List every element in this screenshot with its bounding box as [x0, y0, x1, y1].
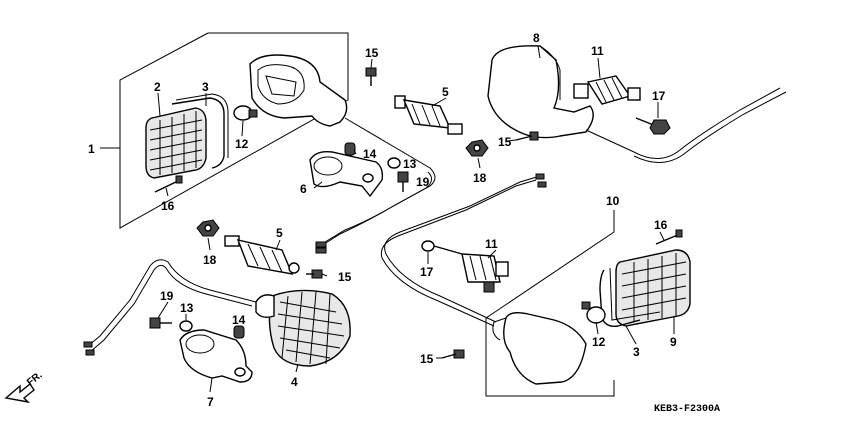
nut-upper-18: [465, 139, 489, 157]
label-7: 7: [207, 395, 214, 409]
clip-upper-14: [344, 142, 356, 156]
label-1: 1: [88, 142, 95, 156]
housing-lower-right: [380, 175, 587, 385]
bolt-upper-19: [397, 171, 409, 192]
assembly-bracket-10: [485, 210, 615, 397]
label-3b: 3: [633, 345, 640, 359]
label-18: 18: [473, 171, 487, 185]
screw-15-lower-left: [306, 269, 323, 279]
part-labels: 1 2 3 12 16 15 5 13 14 6 19 18 8 11 17 1…: [88, 31, 677, 409]
label-10: 10: [606, 194, 620, 208]
label-13: 13: [403, 157, 417, 171]
screw-15-upper-right: [515, 131, 539, 141]
label-16b: 16: [654, 218, 668, 232]
socket-lower-11: [433, 245, 509, 293]
label-14b: 14: [232, 313, 246, 327]
label-13b: 13: [180, 301, 194, 315]
label-2: 2: [154, 80, 161, 94]
label-5b: 5: [276, 226, 283, 240]
label-15: 15: [365, 46, 379, 60]
socket-upper-5: [394, 95, 463, 135]
bracket-lower-7: [179, 329, 253, 383]
washer-lower-17: [421, 240, 435, 252]
label-3: 3: [202, 80, 209, 94]
bracket-upper-6: [309, 150, 384, 198]
connector-lower-right: [535, 173, 545, 180]
nut-lower-18: [196, 219, 220, 237]
label-11b: 11: [485, 237, 498, 251]
housing-upper-right: [487, 45, 787, 163]
arrow-icon: [4, 382, 35, 404]
label-5: 5: [442, 85, 449, 99]
assembly-bracket-1: [100, 32, 349, 229]
screw-upper-16: [154, 175, 183, 193]
label-17b: 17: [420, 265, 434, 279]
housing-lower-left: [255, 289, 351, 367]
clip-lower-14: [233, 325, 245, 339]
label-19: 19: [416, 175, 430, 189]
connector-lower-left: [83, 341, 93, 348]
label-16: 16: [161, 199, 175, 213]
front-direction-indicator: FR.: [4, 370, 45, 404]
socket-lower-5: [224, 235, 300, 275]
label-19b: 19: [160, 289, 174, 303]
label-12b: 12: [592, 335, 606, 349]
gasket-upper-left: [171, 97, 225, 169]
diagram-code: KEB3-F2300A: [654, 404, 720, 415]
screw-15-lower-right: [441, 349, 465, 359]
bulb-upper: [233, 105, 258, 121]
label-14: 14: [363, 147, 377, 161]
housing-upper-left: [249, 54, 436, 249]
screw-lower-16: [655, 229, 683, 245]
label-15d: 15: [420, 352, 434, 366]
screw-15-top: [365, 67, 377, 86]
washer-upper-13: [387, 157, 401, 169]
label-6: 6: [300, 182, 307, 196]
label-11: 11: [591, 44, 604, 58]
bolt-lower-19: [149, 317, 172, 329]
washer-lower-13: [179, 320, 193, 332]
label-15b: 15: [498, 135, 512, 149]
lens-upper-left: [145, 107, 207, 179]
label-9: 9: [670, 335, 677, 349]
connector-upper-left: [315, 241, 327, 248]
leader-lines: [157, 45, 675, 393]
label-18b: 18: [203, 253, 217, 267]
label-4: 4: [291, 375, 298, 389]
label-15c: 15: [338, 270, 352, 284]
lens-lower-right: [615, 249, 691, 327]
label-17: 17: [652, 89, 666, 103]
socket-upper-11: [573, 75, 641, 105]
nut-upper-17: [635, 117, 671, 135]
label-8: 8: [533, 31, 540, 45]
label-12: 12: [235, 137, 249, 151]
